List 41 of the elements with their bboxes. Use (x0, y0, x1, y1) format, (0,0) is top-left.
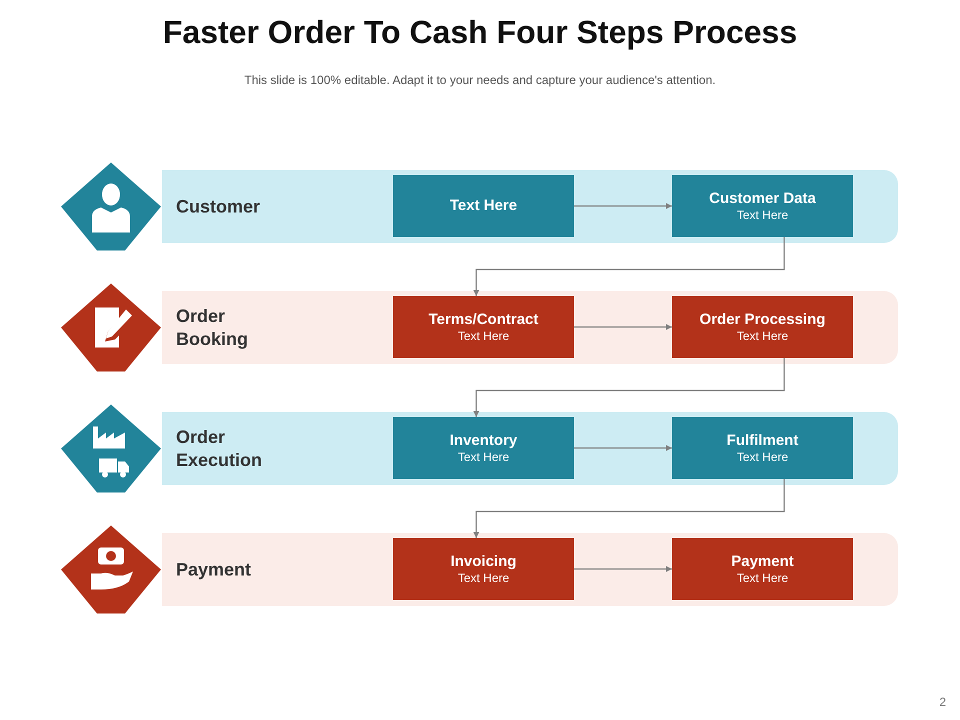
step-title: Invoicing (450, 552, 516, 570)
step-text: Text Here (736, 450, 788, 464)
step-box (672, 296, 853, 358)
row-band (162, 170, 898, 243)
step-title: Order Processing (700, 310, 826, 328)
step-title: Text Here (450, 197, 518, 215)
row-band (162, 533, 898, 606)
row-label: Customer (176, 195, 262, 218)
step-text: Text Here (736, 328, 788, 344)
row-band (162, 291, 898, 364)
arrow (473, 479, 785, 538)
subtitle: This slide is 100% editable. Adapt it to your needs and capture your audience's attention. (243, 73, 717, 87)
step-title: Customer Data (709, 190, 816, 208)
arrow (574, 445, 672, 451)
row-band (162, 412, 898, 485)
step-box (393, 538, 574, 600)
step-box (672, 538, 853, 600)
step-box (672, 175, 853, 237)
step-text: Text Here (458, 450, 510, 464)
arrow (473, 358, 785, 417)
arrow (574, 566, 672, 572)
arrow (574, 203, 672, 209)
row-label: Payment (176, 558, 252, 581)
page-number: 2 (938, 695, 946, 709)
title: Faster Order To Cash Four Steps Process (162, 14, 798, 51)
step-title: Terms/Contract (428, 310, 538, 328)
step-text: Text Here (736, 570, 788, 586)
step-title: Fulfilment (726, 432, 798, 450)
arrow (473, 237, 785, 296)
step-text: Text Here (736, 208, 788, 222)
step-title: Payment (731, 552, 794, 570)
step-text: Text Here (458, 328, 510, 344)
arrow (574, 324, 672, 330)
step-title: Inventory (450, 432, 518, 450)
row-label: Order Execution (176, 426, 264, 472)
step-box (393, 296, 574, 358)
step-box (393, 417, 574, 479)
step-box (672, 417, 853, 479)
step-box (393, 175, 574, 237)
row-label: Order Booking (176, 304, 249, 350)
step-text: Text Here (458, 570, 510, 586)
